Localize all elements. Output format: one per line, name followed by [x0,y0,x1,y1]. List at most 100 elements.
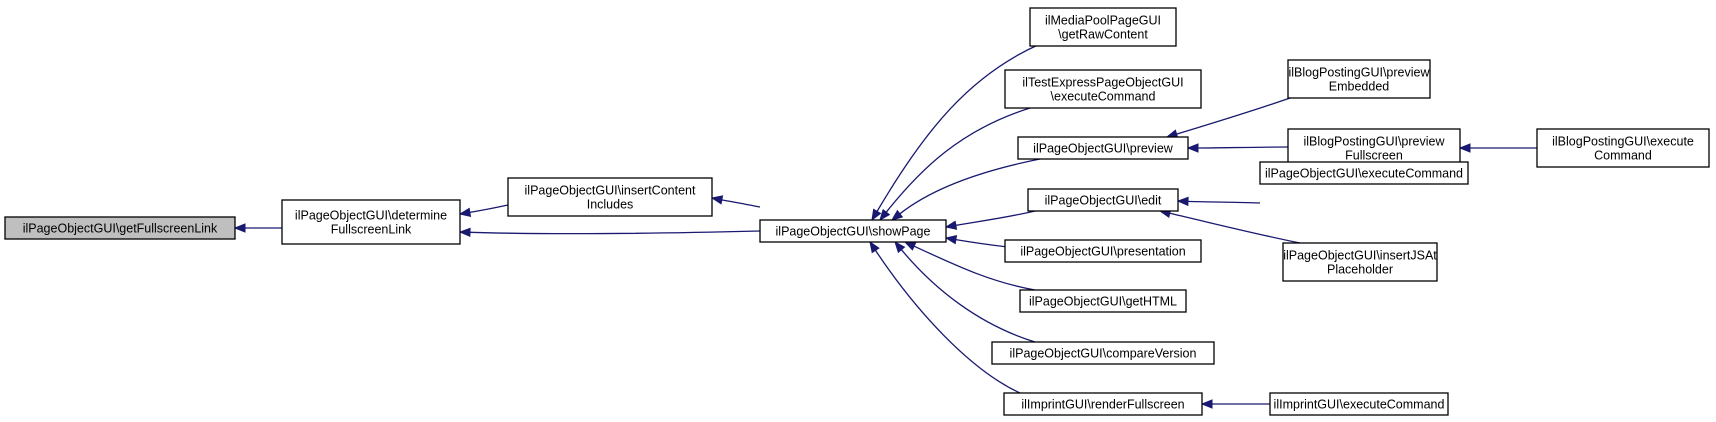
edge-compareVersion-to-showPage [894,240,1036,343]
edge-renderFullscreen-to-showPage [869,240,1021,394]
node-label-line: ilImprintGUI\executeCommand [1274,398,1445,412]
edge-line [1197,146,1289,149]
node-blogExecute[interactable]: ilBlogPostingGUI\executeCommand [1536,128,1710,168]
edge-line [900,249,1036,343]
arrowhead [944,220,958,230]
edge-layer [233,43,1537,409]
node-box [1287,59,1431,99]
node-box [1282,242,1438,282]
node-preview[interactable]: ilPageObjectGUI\preview [1017,136,1189,160]
edge-line [1176,97,1291,135]
arrowhead [890,209,904,221]
arrowhead [871,208,882,222]
arrowhead [233,223,246,233]
node-box [1269,392,1449,416]
arrowhead [894,240,906,254]
edge-determineFullscreenLink-to-getFullscreenLink [233,223,282,233]
arrowhead [869,240,880,254]
node-layer: ilPageObjectGUI\getFullscreenLink ilPageO… [4,7,1710,416]
node-label-line: Command [1594,149,1652,163]
node-showPage[interactable]: ilPageObjectGUI\showPage [759,219,947,243]
node-box [1536,128,1710,168]
edge-line [1169,212,1301,244]
node-presentation[interactable]: ilPageObjectGUI\presentation [1004,239,1202,263]
node-box [1017,136,1189,160]
node-label-line: Placeholder [1327,263,1393,277]
edge-testExpressExecute-to-showPage [879,107,1031,222]
edge-line [885,107,1031,213]
node-label-line: ilImprintGUI\renderFullscreen [1021,398,1184,412]
edge-edit-to-showPage [944,210,1036,230]
arrowhead [1186,143,1199,153]
arrowhead [1176,196,1189,207]
node-getFullscreenLink[interactable]: ilPageObjectGUI\getFullscreenLink [4,216,236,240]
edge-blogExecute-to-blogPreviewFullscreen [1458,143,1537,153]
arrowhead [1458,143,1471,153]
node-box [759,219,947,243]
arrowhead [903,241,917,251]
node-label-line: ilMediaPoolPageGUI [1045,14,1161,28]
node-label-line: Fullscreen [1345,149,1403,163]
node-getHTML[interactable]: ilPageObjectGUI\getHTML [1019,289,1187,313]
node-imprintExecute[interactable]: ilImprintGUI\executeCommand [1269,392,1449,416]
edge-line [876,43,1041,212]
node-label-line: ilPageObjectGUI\executeCommand [1265,167,1463,181]
node-label-line: ilPageObjectGUI\getHTML [1029,295,1177,309]
edge-line [955,210,1036,226]
node-label-line: ilPageObjectGUI\edit [1045,194,1162,208]
arrowhead [710,195,724,205]
node-box [1003,392,1203,416]
node-pageObjExecute[interactable]: ilPageObjectGUI\executeCommand [1259,161,1469,185]
edge-blogPreviewFullscreen-to-preview [1186,143,1289,153]
edge-line [899,158,1041,215]
edge-imprintExecute-to-renderFullscreen [1200,399,1271,409]
node-label-line: ilBlogPostingGUI\preview [1288,66,1430,80]
node-label-line: ilPageObjectGUI\getFullscreenLink [23,222,218,236]
node-compareVersion[interactable]: ilPageObjectGUI\compareVersion [991,341,1215,365]
edge-preview-to-showPage [890,158,1041,221]
node-label-line: \getRawContent [1058,28,1148,42]
node-label-line: ilPageObjectGUI\preview [1033,142,1174,156]
node-label-line: ilPageObjectGUI\determine [295,209,447,223]
arrowhead [458,207,472,217]
node-box [1019,289,1187,313]
node-box [1027,188,1179,212]
node-label-line: Includes [587,198,634,212]
edge-getHTML-to-showPage [903,241,1036,291]
node-box [281,199,461,245]
edge-pageObjExecute-to-edit [1176,196,1261,207]
edge-line [913,245,1036,291]
edge-line [469,204,509,213]
node-label-line: ilPageObjectGUI\insertContent [525,184,696,198]
edge-line [721,199,761,208]
node-getRawContent[interactable]: ilMediaPoolPageGUI\getRawContent [1029,7,1177,47]
node-box [1259,161,1469,185]
node-edit[interactable]: ilPageObjectGUI\edit [1027,188,1179,212]
node-label-line: ilBlogPostingGUI\execute [1552,135,1694,149]
edge-line [874,249,1021,394]
node-box [507,177,713,217]
node-label-line: ilPageObjectGUI\showPage [776,225,931,239]
node-label-line: \executeCommand [1051,90,1156,104]
edge-showPage-to-insertContentIncludes [710,195,761,208]
node-box [1029,7,1177,47]
edge-presentation-to-showPage [944,235,1009,248]
node-renderFullscreen[interactable]: ilImprintGUI\renderFullscreen [1003,392,1203,416]
node-box [991,341,1215,365]
node-box [1004,69,1202,109]
arrowhead [879,208,891,222]
node-testExpressExecute[interactable]: ilTestExpressPageObjectGUI\executeComman… [1004,69,1202,109]
node-label-line: ilBlogPostingGUI\preview [1303,135,1445,149]
node-label-line: ilPageObjectGUI\compareVersion [1010,347,1197,361]
edge-insertJSAtPlaceholder-to-edit [1158,208,1301,244]
node-box [1287,128,1461,168]
edge-line [1187,200,1261,204]
edge-line [469,230,761,235]
arrowhead [458,227,471,238]
